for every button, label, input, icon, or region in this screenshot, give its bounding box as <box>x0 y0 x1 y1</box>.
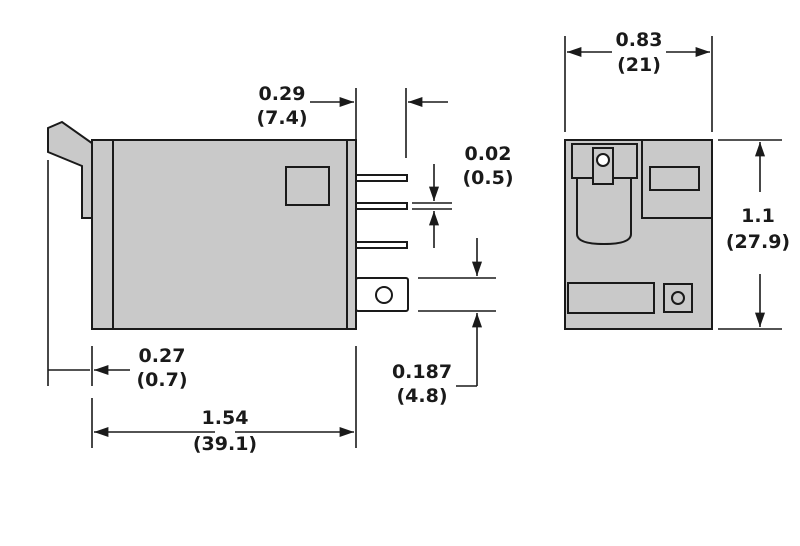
end-view: 0.83 (21) 1.1 (27.9) <box>564 29 790 330</box>
dim-overall-length-mm: (39.1) <box>193 433 257 455</box>
dim-overall-length-in: 1.54 <box>202 407 249 429</box>
label-window <box>285 166 330 206</box>
dim-pin-spacing-mm: (7.4) <box>256 107 307 129</box>
armature-screw <box>596 153 610 167</box>
dim-end-height-mm: (27.9) <box>726 231 790 253</box>
dim-tab-width-mm: (4.8) <box>396 385 447 407</box>
dim-tab-width-in: 0.187 <box>392 361 452 383</box>
dim-pin-spacing-in: 0.29 <box>259 83 306 105</box>
tab-hole <box>375 286 393 304</box>
side-view: 0.29 (7.4) 0.02 (0.5) 0.187 (4.8) 0.27 (… <box>47 83 514 455</box>
dim-latch-offset-mm: (0.7) <box>136 369 187 391</box>
contact-window <box>649 166 700 191</box>
dim-latch-offset-in: 0.27 <box>139 345 186 367</box>
dim-end-height-in: 1.1 <box>741 205 775 227</box>
compartment-line <box>641 140 712 219</box>
armature-housing <box>571 143 638 246</box>
dim-pin-thickness-in: 0.02 <box>465 143 512 165</box>
dim-end-width-mm: (21) <box>617 54 661 76</box>
dim-end-width-in: 0.83 <box>616 29 663 51</box>
pin-2 <box>355 202 408 210</box>
bottom-label <box>567 282 655 314</box>
pin-1 <box>355 174 408 182</box>
dim-pin-thickness-mm: (0.5) <box>462 167 513 189</box>
pin-3 <box>355 241 408 249</box>
latch-clip <box>47 120 97 219</box>
indicator-led-icon <box>671 291 685 305</box>
